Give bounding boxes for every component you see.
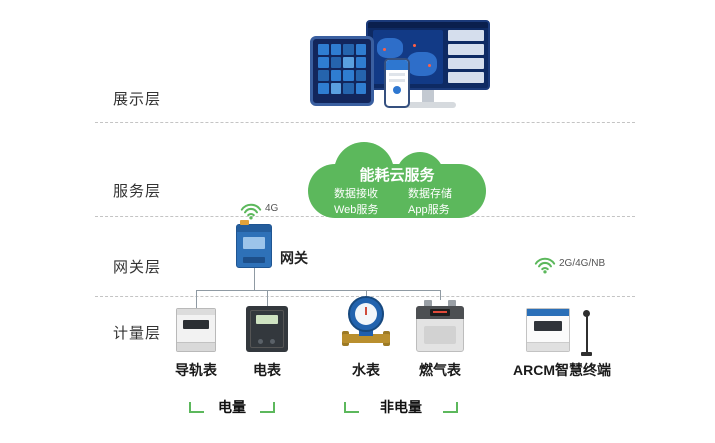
phone-image xyxy=(384,58,410,108)
gateway-label: 网关 xyxy=(280,250,308,266)
cloud-features-right: 数据存储 App服务 xyxy=(408,186,452,218)
monitor-stand-neck xyxy=(422,90,434,102)
monitor-screen xyxy=(366,20,490,90)
connector-drop-water xyxy=(366,290,367,297)
connector-bus xyxy=(196,290,441,291)
water-meter-image xyxy=(342,296,390,352)
antenna-icon xyxy=(583,310,590,317)
layer-label-gateway: 网关层 xyxy=(113,259,162,276)
cloud-title: 能耗云服务 xyxy=(359,167,435,184)
arcm-terminal-image xyxy=(526,308,570,352)
connector-drop-power xyxy=(267,290,268,306)
connector-drop-gas xyxy=(440,290,441,300)
connector-gateway-drop xyxy=(254,268,255,290)
group-electric: 电量 xyxy=(189,397,275,417)
layer-divider-1 xyxy=(95,122,635,123)
meter-label-din: 导轨表 xyxy=(175,362,217,378)
cloud-feature-app-service: App服务 xyxy=(408,204,450,216)
tablet-image xyxy=(310,36,374,106)
bracket-left-icon xyxy=(189,401,204,413)
layer-label-service: 服务层 xyxy=(113,183,162,200)
gateway-device-image xyxy=(236,220,272,268)
layer-label-display: 展示层 xyxy=(113,91,162,108)
cloud-feature-data-receive: 数据接收 xyxy=(334,188,378,200)
meter-label-arcm: ARCM智慧终端 xyxy=(513,362,611,378)
meter-label-gas: 燃气表 xyxy=(419,362,461,378)
gas-meter-image xyxy=(416,300,464,352)
layer-label-metering: 计量层 xyxy=(113,325,162,342)
meter-label-power: 电表 xyxy=(253,362,281,378)
wifi-icon-4g xyxy=(240,203,262,220)
meter-label-water: 水表 xyxy=(352,362,380,378)
group-non-electric-label: 非电量 xyxy=(380,399,422,415)
bracket-right-icon xyxy=(260,401,275,413)
cloud-feature-web-service: Web服务 xyxy=(334,204,379,216)
cloud-feature-data-store: 数据存储 xyxy=(408,188,452,200)
connector-drop-din xyxy=(196,290,197,308)
wifi-icon-nb xyxy=(534,257,556,274)
signal-4g-label: 4G xyxy=(265,203,279,214)
signal-nb-label: 2G/4G/NB xyxy=(559,258,606,269)
dashboard-monitor-image xyxy=(366,20,490,112)
group-non-electric: 非电量 xyxy=(344,397,458,417)
monitor-titlebar xyxy=(368,22,488,28)
monitor-stand-base xyxy=(400,102,456,108)
group-electric-label: 电量 xyxy=(218,399,246,415)
power-meter-image xyxy=(246,306,288,352)
din-rail-meter-image xyxy=(176,308,216,352)
cloud-service: 能耗云服务 数据接收 Web服务 数据存储 App服务 xyxy=(308,142,486,218)
monitor-side-panels xyxy=(448,30,484,84)
cloud-features-left: 数据接收 Web服务 xyxy=(334,186,378,218)
bracket-left-icon xyxy=(344,401,359,413)
bracket-right-icon xyxy=(443,401,458,413)
